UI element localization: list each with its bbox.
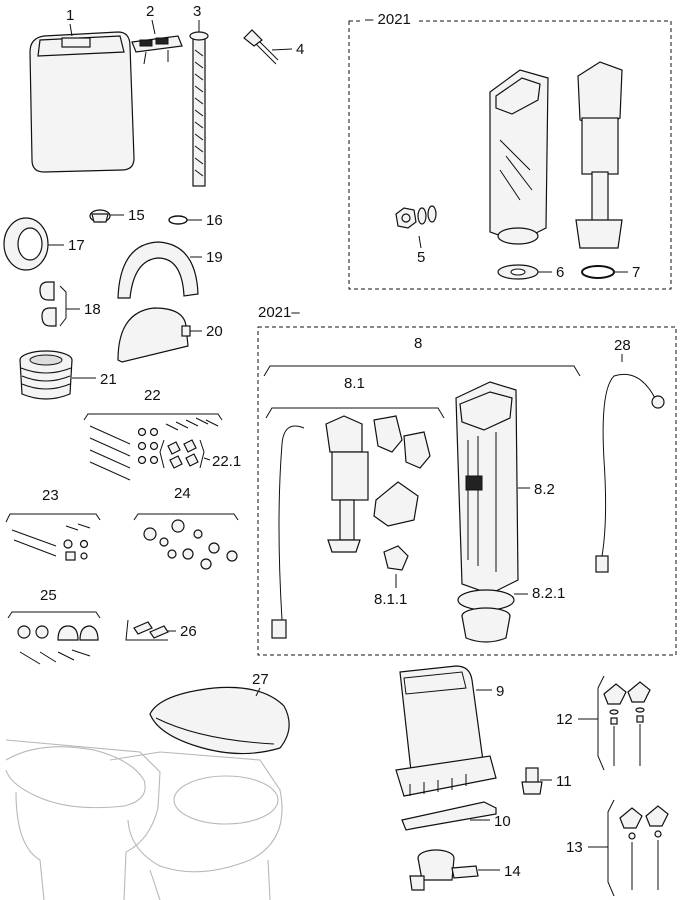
part-3-actuation-rod bbox=[189, 31, 209, 187]
part-1-cistern-cover bbox=[29, 31, 135, 173]
callout-6: 6 bbox=[556, 264, 564, 281]
part-20-cover-plate bbox=[117, 307, 191, 363]
callout-19: 19 bbox=[206, 249, 223, 266]
part-7-o-ring bbox=[581, 265, 615, 279]
callout-20: 20 bbox=[206, 323, 223, 340]
part-14-connector bbox=[409, 849, 479, 891]
part-22-1-wall-plugs bbox=[167, 439, 199, 469]
part-18-plugs bbox=[39, 281, 57, 327]
box-label-from-2021: 2021– bbox=[258, 304, 300, 321]
callout-17: 17 bbox=[68, 237, 85, 254]
callout-8-2-1: 8.2.1 bbox=[532, 585, 565, 602]
callout-21: 21 bbox=[100, 371, 117, 388]
part-old-flush-valve bbox=[489, 69, 549, 245]
part-10-bracket bbox=[401, 801, 497, 831]
callout-8-1-1: 8.1.1 bbox=[374, 591, 407, 608]
part-26-clips bbox=[133, 621, 169, 639]
callout-12: 12 bbox=[556, 711, 573, 728]
callout-26: 26 bbox=[180, 623, 197, 640]
callout-10: 10 bbox=[494, 813, 511, 830]
part-4-screw bbox=[243, 29, 279, 65]
callout-16: 16 bbox=[206, 212, 223, 229]
callout-22: 22 bbox=[144, 387, 161, 404]
callout-8-1: 8.1 bbox=[344, 375, 365, 392]
box-label-until-2021: – 2021 bbox=[365, 11, 411, 28]
part-23-fixing-set bbox=[11, 523, 91, 561]
callout-15: 15 bbox=[128, 207, 145, 224]
part-25-fixing-set bbox=[17, 625, 99, 665]
callout-5: 5 bbox=[417, 249, 425, 266]
callout-14: 14 bbox=[504, 863, 521, 880]
callout-13: 13 bbox=[566, 839, 583, 856]
callout-18: 18 bbox=[84, 301, 101, 318]
callout-22-1: 22.1 bbox=[212, 453, 241, 470]
part-2-flush-button bbox=[131, 35, 183, 65]
part-22-fixing-set bbox=[89, 417, 219, 481]
part-9-cistern bbox=[395, 665, 497, 797]
part-27-toilet-seat bbox=[149, 686, 290, 755]
part-16-seal bbox=[168, 215, 188, 225]
part-17-ring-gasket bbox=[3, 217, 49, 271]
callout-28: 28 bbox=[614, 337, 631, 354]
part-12-seat-fixings bbox=[603, 681, 651, 766]
box-from-2021 bbox=[257, 326, 677, 656]
callout-7: 7 bbox=[632, 264, 640, 281]
part-28-hose bbox=[595, 374, 665, 573]
callout-8-2: 8.2 bbox=[534, 481, 555, 498]
box-until-2021 bbox=[348, 20, 672, 290]
part-13-seat-fixings bbox=[619, 805, 669, 890]
callout-1: 1 bbox=[66, 7, 74, 24]
part-8-1-fill-valve-hose bbox=[271, 425, 305, 639]
callout-3: 3 bbox=[193, 3, 201, 20]
part-24-fixing-set bbox=[143, 519, 238, 570]
callout-27: 27 bbox=[252, 671, 269, 688]
callout-23: 23 bbox=[42, 487, 59, 504]
callout-25: 25 bbox=[40, 587, 57, 604]
callout-4: 4 bbox=[296, 41, 304, 58]
callout-24: 24 bbox=[174, 485, 191, 502]
part-5-nut-washers bbox=[395, 205, 437, 229]
callout-11: 11 bbox=[556, 773, 572, 790]
part-8-2-1-valve-seal bbox=[457, 589, 515, 643]
part-15-plug bbox=[89, 209, 111, 223]
wc-pan-outline bbox=[5, 739, 283, 900]
part-6-washer bbox=[497, 264, 539, 280]
part-21-pan-connector bbox=[19, 350, 73, 400]
part-11-stop-valve bbox=[521, 767, 543, 795]
callout-8: 8 bbox=[414, 335, 422, 352]
part-8-1-1-valve-head bbox=[383, 545, 409, 571]
callout-9: 9 bbox=[496, 683, 504, 700]
part-old-fill-valve bbox=[575, 61, 623, 249]
part-8-1-fill-valve bbox=[325, 415, 431, 553]
callout-2: 2 bbox=[146, 3, 154, 20]
part-8-2-flush-valve bbox=[455, 381, 519, 595]
part-19-seal-arch bbox=[117, 241, 199, 299]
